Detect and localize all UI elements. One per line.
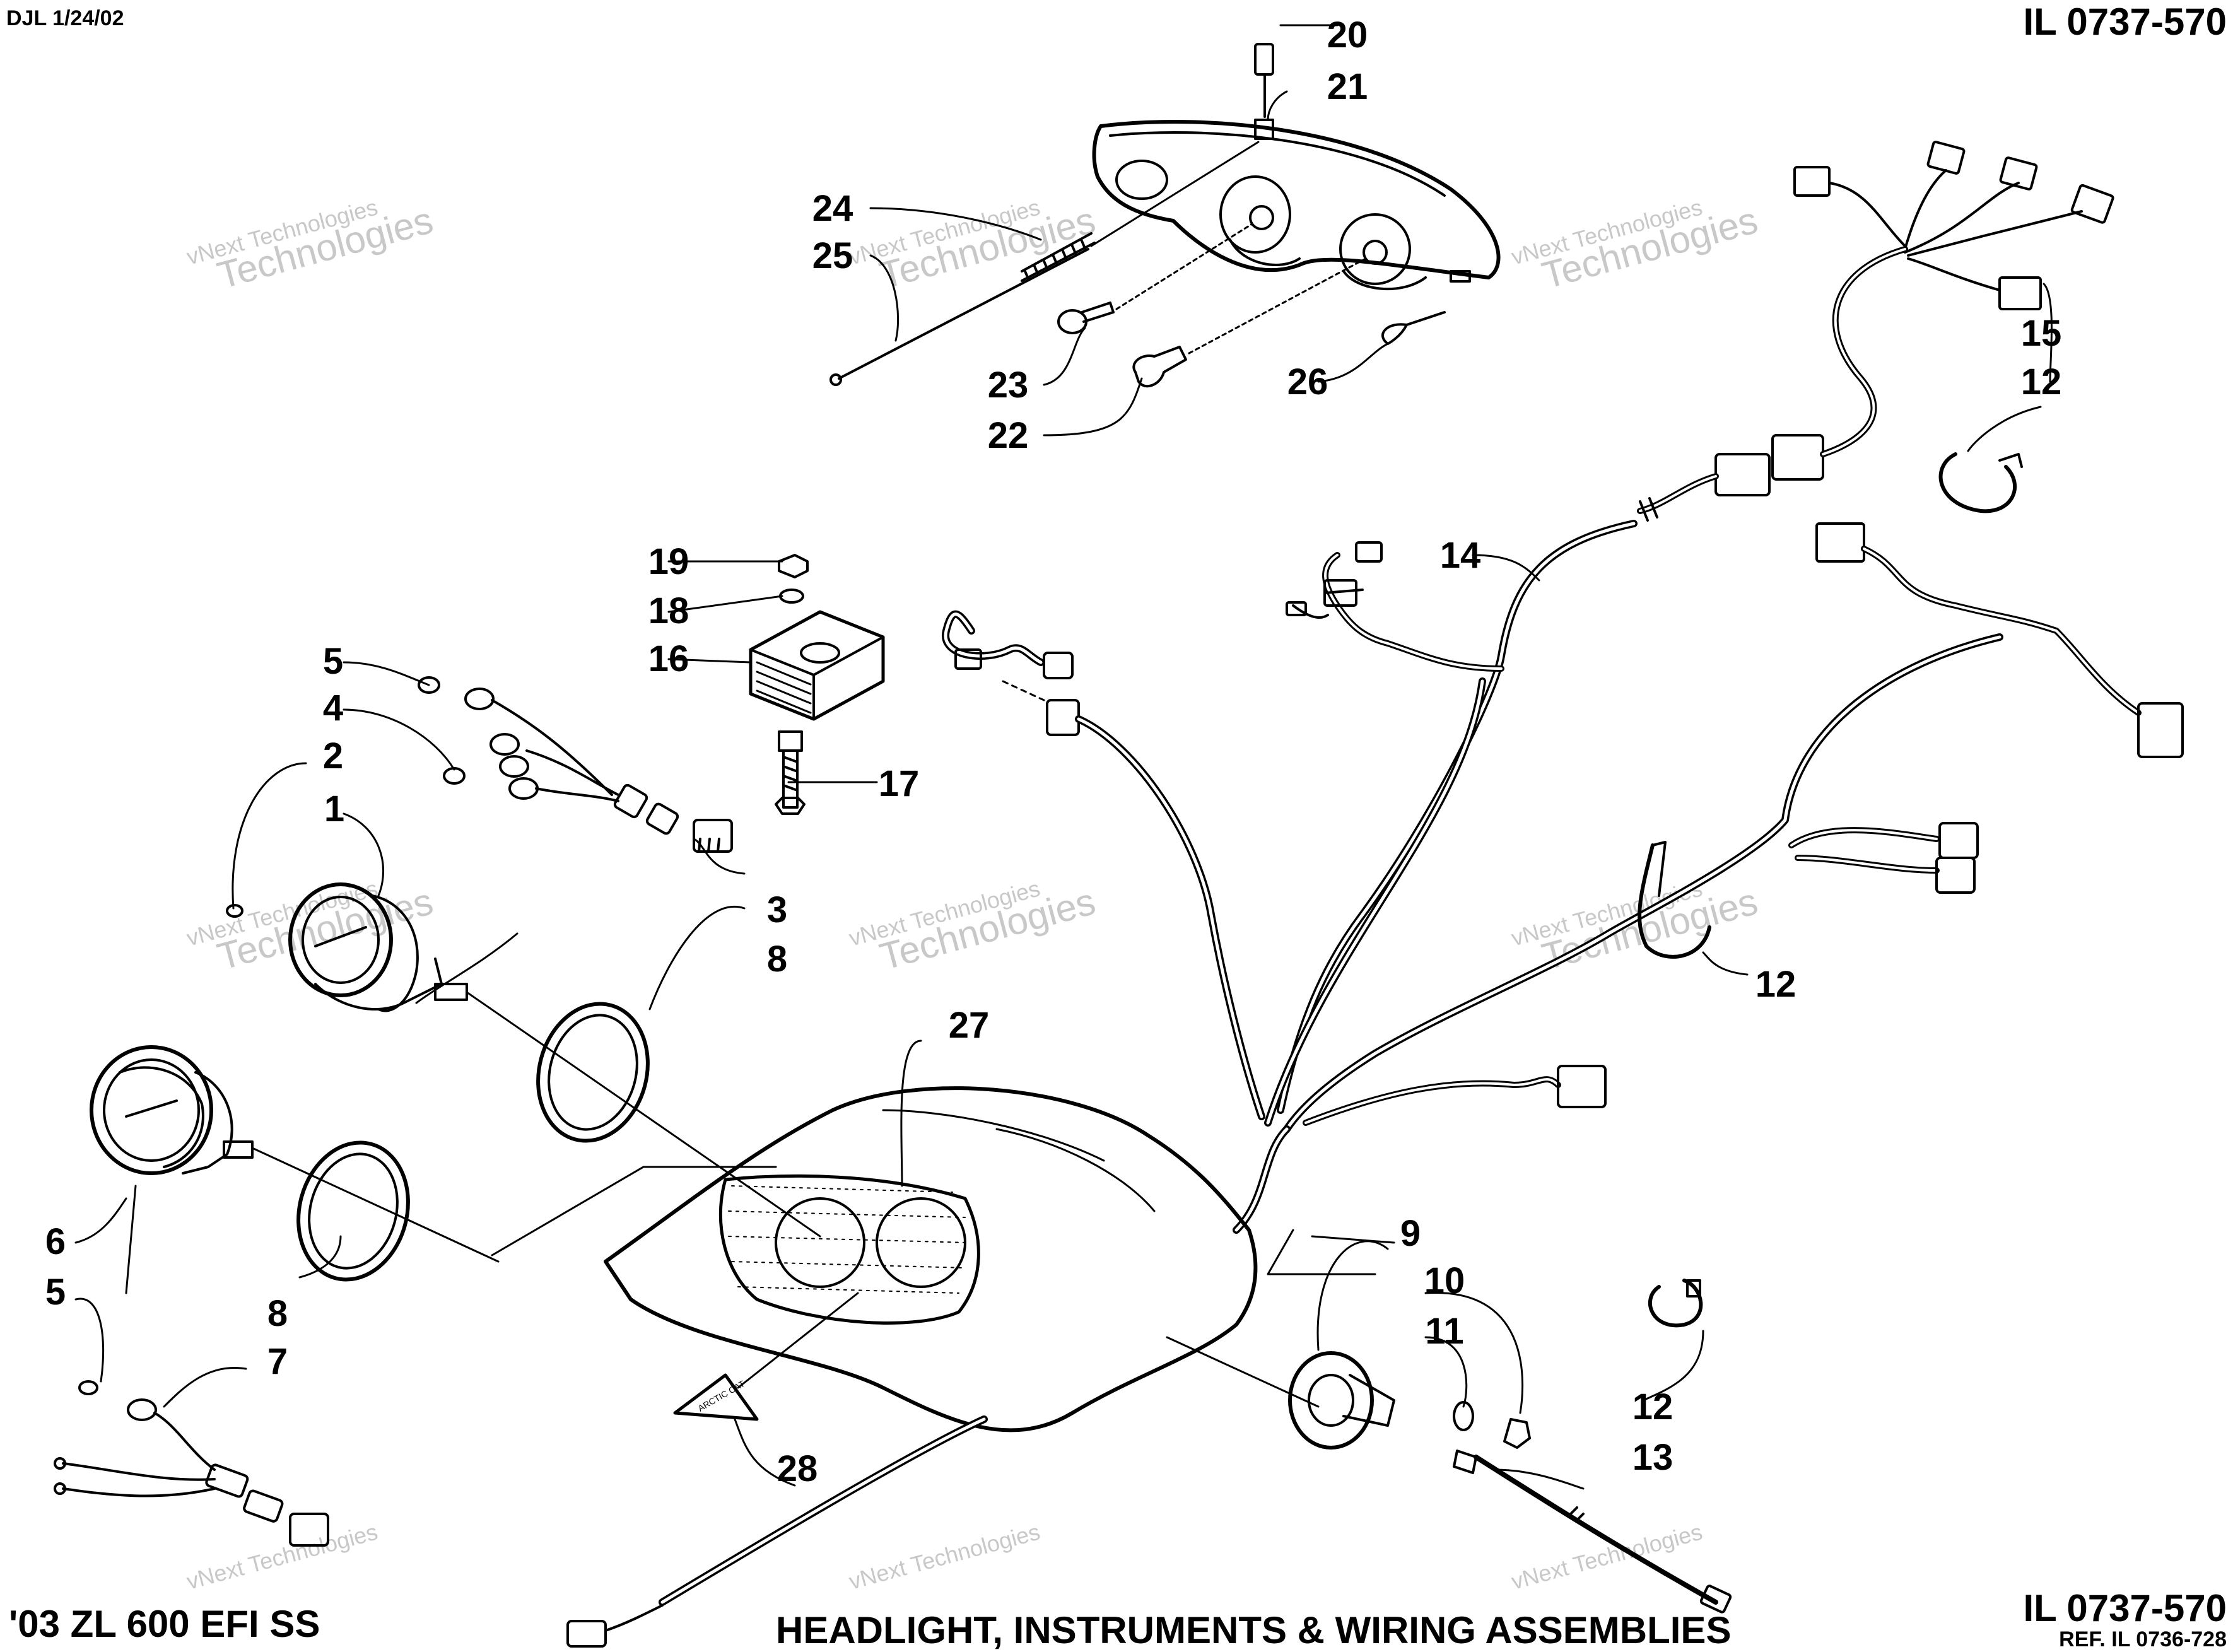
callout-23: 23 bbox=[988, 365, 1029, 406]
callout-9: 9 bbox=[1400, 1213, 1421, 1254]
callout-10: 10 bbox=[1424, 1260, 1465, 1301]
voltage-regulator bbox=[749, 610, 885, 721]
bulb-socket bbox=[1132, 257, 1367, 388]
hex-nut bbox=[778, 554, 809, 578]
callout-labels: 1 2 3 4 5 5 6 7 8 8 9 10 11 12 12 12 13 … bbox=[45, 15, 2061, 1489]
callout-19: 19 bbox=[648, 541, 689, 582]
diagram-title: HEADLIGHT, INSTRUMENTS & WIRING ASSEMBLI… bbox=[776, 1609, 1732, 1651]
lock-washer bbox=[779, 589, 804, 604]
voltage-regulator-harness bbox=[942, 610, 1265, 1120]
headlight-harness bbox=[1637, 141, 2114, 522]
cap-screw bbox=[775, 730, 806, 815]
callout-12: 12 bbox=[1755, 964, 1796, 1005]
callout-27: 27 bbox=[949, 1005, 990, 1046]
callout-2: 2 bbox=[323, 735, 343, 776]
cable-tie bbox=[1648, 1279, 1703, 1328]
watermarks: vNext Technologies Technologies vNext Te… bbox=[184, 194, 1762, 1594]
callout-25: 25 bbox=[812, 235, 853, 276]
speedo-cable-fitting bbox=[1166, 1336, 1395, 1450]
callout-18: 18 bbox=[648, 590, 689, 631]
gauge-bezel bbox=[536, 1002, 650, 1143]
callout-8: 8 bbox=[767, 939, 787, 980]
callout-12: 12 bbox=[2021, 361, 2062, 402]
nut bbox=[1503, 1418, 1531, 1449]
illustration-number-top: IL 0737-570 bbox=[2023, 1, 2227, 43]
callout-6: 6 bbox=[45, 1221, 66, 1262]
headlight-clip bbox=[1254, 43, 1274, 140]
callout-11: 11 bbox=[1425, 1311, 1463, 1352]
headlight-assembly bbox=[1092, 120, 1501, 291]
speedo-bulb bbox=[78, 1380, 98, 1395]
callout-21: 21 bbox=[1327, 66, 1368, 107]
callout-20: 20 bbox=[1327, 15, 1368, 56]
cable-tie bbox=[1638, 841, 1711, 959]
illustration-number-bottom: IL 0737-570 bbox=[2023, 1587, 2227, 1629]
callout-15: 15 bbox=[2021, 313, 2062, 354]
callout-16: 16 bbox=[648, 638, 689, 679]
callout-14: 14 bbox=[1440, 535, 1481, 576]
leader-line bbox=[1090, 141, 1260, 247]
washer bbox=[1453, 1401, 1474, 1431]
callout-24: 24 bbox=[812, 188, 853, 229]
instrument-pod bbox=[604, 1086, 1258, 1432]
adjuster-screw bbox=[829, 232, 1096, 386]
watermark-text: vNext Technologies bbox=[1508, 1518, 1705, 1594]
callout-7: 7 bbox=[267, 1341, 288, 1382]
callout-22: 22 bbox=[988, 415, 1029, 456]
retaining-spring bbox=[1381, 311, 1446, 345]
callout-17: 17 bbox=[879, 763, 920, 804]
callout-28: 28 bbox=[777, 1448, 818, 1489]
watermark-text: vNext Technologies bbox=[846, 1518, 1043, 1594]
bulb bbox=[1057, 223, 1253, 334]
callout-12: 12 bbox=[1632, 1386, 1673, 1427]
reference-number: REF. IL 0736-728 bbox=[2059, 1627, 2227, 1651]
callout-4: 4 bbox=[323, 688, 343, 729]
watermark-text: vNext Technologies bbox=[184, 1518, 380, 1594]
tach-harness bbox=[418, 676, 733, 853]
speedometer-cable bbox=[1453, 1450, 1732, 1614]
drawing-date: DJL 1/24/02 bbox=[6, 6, 124, 30]
callout-5: 5 bbox=[323, 641, 343, 682]
speedo-harness bbox=[54, 1398, 329, 1547]
callout-1: 1 bbox=[324, 788, 344, 829]
callout-5: 5 bbox=[45, 1272, 66, 1313]
tachometer bbox=[288, 882, 821, 1238]
tach-bulb bbox=[226, 904, 243, 918]
main-wiring-harness bbox=[1264, 520, 1638, 1127]
callout-leaders bbox=[74, 24, 2053, 1490]
callout-8: 8 bbox=[267, 1293, 288, 1334]
callout-3: 3 bbox=[767, 889, 787, 930]
model-name: '03 ZL 600 EFI SS bbox=[9, 1603, 320, 1645]
callout-13: 13 bbox=[1632, 1437, 1673, 1478]
bottom-harness bbox=[566, 1415, 988, 1648]
gauge-bezel bbox=[296, 1140, 410, 1282]
speedometer bbox=[90, 1045, 500, 1263]
cable-tie bbox=[1938, 452, 2023, 513]
callout-26: 26 bbox=[1287, 361, 1328, 402]
accessory-harness bbox=[1233, 522, 2184, 1234]
